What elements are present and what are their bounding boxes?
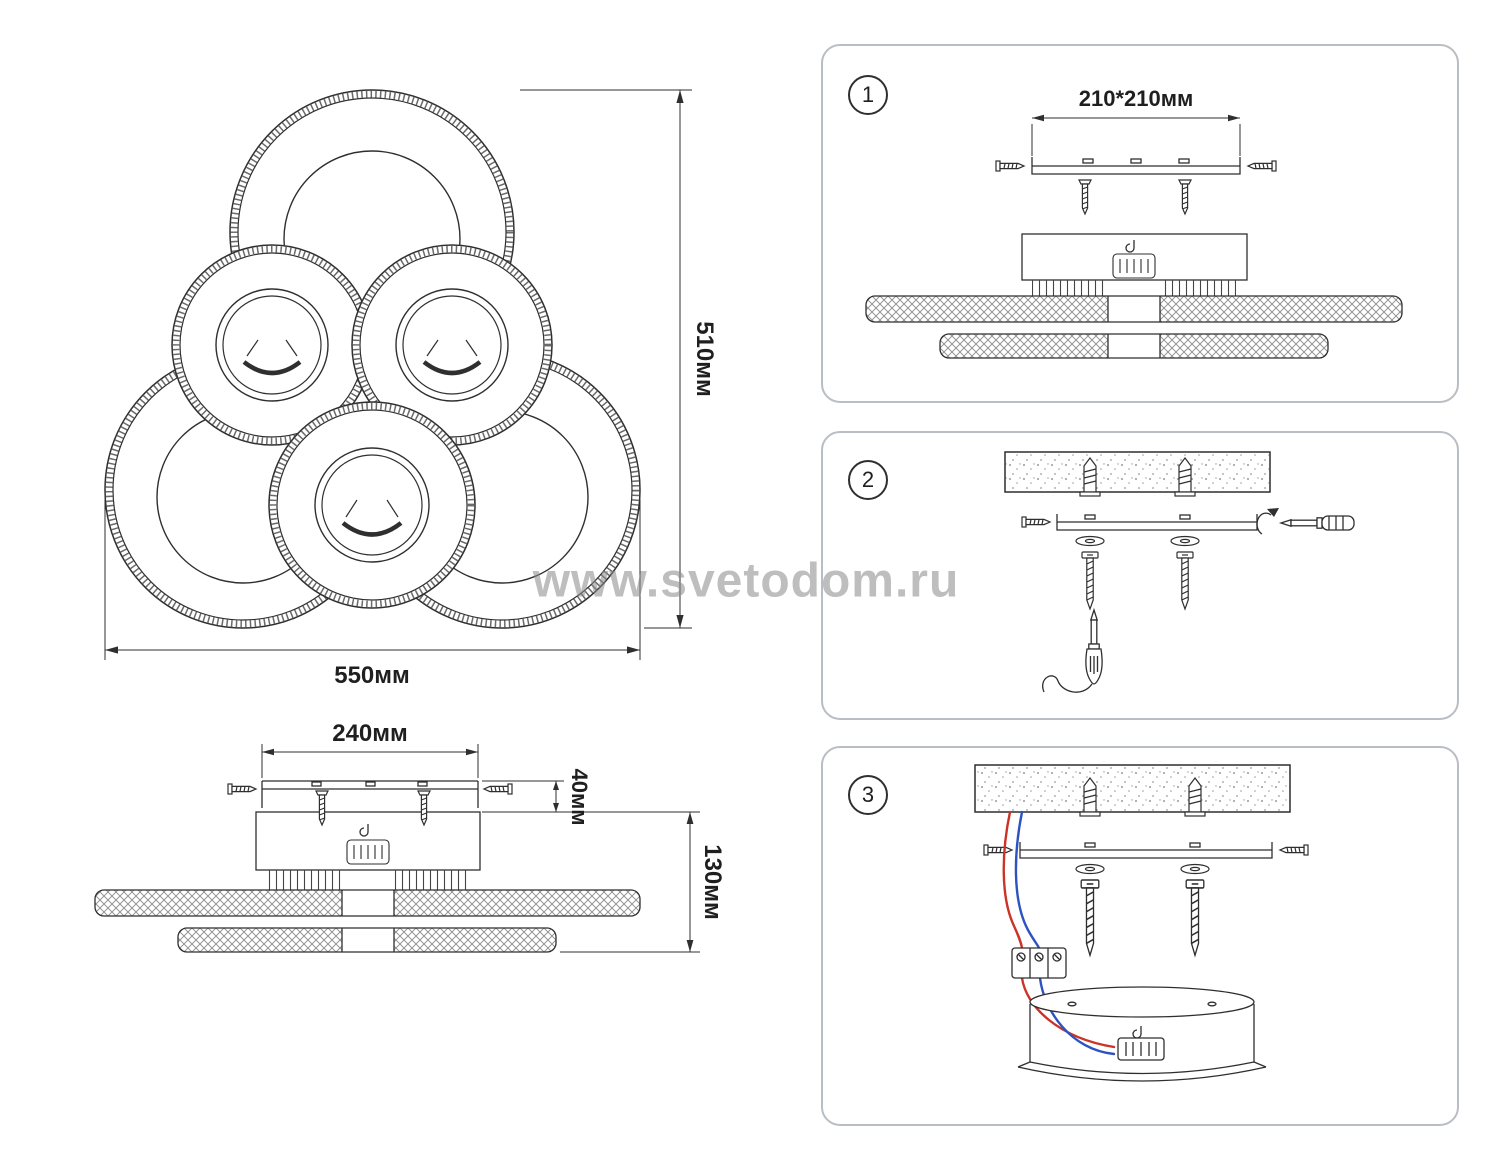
screwdriver-vertical-icon [1042, 607, 1103, 693]
watermark: www.svetodom.ru [532, 554, 960, 608]
wire-blue [1038, 976, 1116, 1056]
side-view-dimensions [261, 744, 700, 953]
driver-housing [255, 811, 481, 871]
fixture-base [1017, 986, 1267, 1082]
ring-medium-bottom-center [268, 401, 476, 609]
bracket-dimension-210 [1031, 114, 1241, 156]
led-pins [266, 870, 344, 890]
crystal-ring-lower [177, 927, 557, 953]
washer-icon [1170, 535, 1200, 547]
top-view-height-label: 510мм [691, 321, 718, 397]
wire-blue [1014, 810, 1042, 952]
ceiling [974, 764, 1291, 813]
ceiling [1004, 451, 1271, 493]
panel-step-3-drawing [974, 764, 1309, 1082]
washer-icon [1075, 863, 1105, 875]
panel-step-2-drawing [1004, 451, 1355, 693]
crystal-ring-upper [94, 889, 641, 917]
step-2-panel [821, 431, 1459, 720]
mounting-bracket [1019, 842, 1273, 859]
washer-icon [1180, 863, 1210, 875]
ring-medium-left [171, 244, 373, 446]
step-2-number: 2 [861, 467, 875, 492]
side-view-width-label: 240мм [332, 720, 408, 747]
step-3-badge: 3 [848, 775, 888, 815]
dimension-height-510 [520, 89, 692, 629]
rotate-arrow-icon [1256, 508, 1279, 535]
step-1-number: 1 [861, 82, 875, 107]
top-view-width-label: 550мм [334, 662, 410, 689]
panel-step-1-drawing [865, 114, 1403, 359]
top-view-drawing [104, 89, 692, 660]
mounting-plate [261, 780, 479, 808]
fixture-side-view [865, 233, 1403, 359]
side-view-drawing [94, 780, 641, 953]
side-screw-icon [483, 783, 513, 795]
screwdriver-icon [1278, 515, 1355, 531]
wires [1002, 810, 1116, 1056]
step-3-panel [821, 746, 1459, 1126]
washer-icon [1075, 535, 1105, 547]
ring-medium-right [351, 244, 553, 446]
side-view-total-height-label: 130мм [699, 844, 726, 920]
wire-red [1020, 976, 1116, 1049]
dimension-width-550 [104, 500, 641, 660]
step-1-badge: 1 [848, 75, 888, 115]
side-view-canopy-height-label: 40мм [567, 768, 592, 826]
bracket-size-label: 210*210мм [1078, 86, 1194, 111]
wire-red [1002, 810, 1024, 950]
side-screw-icon [227, 783, 257, 795]
connector-grille-icon [346, 839, 390, 865]
step-2-badge: 2 [848, 460, 888, 500]
led-pins [392, 870, 470, 890]
mounting-bracket [1031, 157, 1241, 175]
terminal-block [1011, 947, 1067, 979]
step-3-number: 3 [861, 782, 875, 807]
